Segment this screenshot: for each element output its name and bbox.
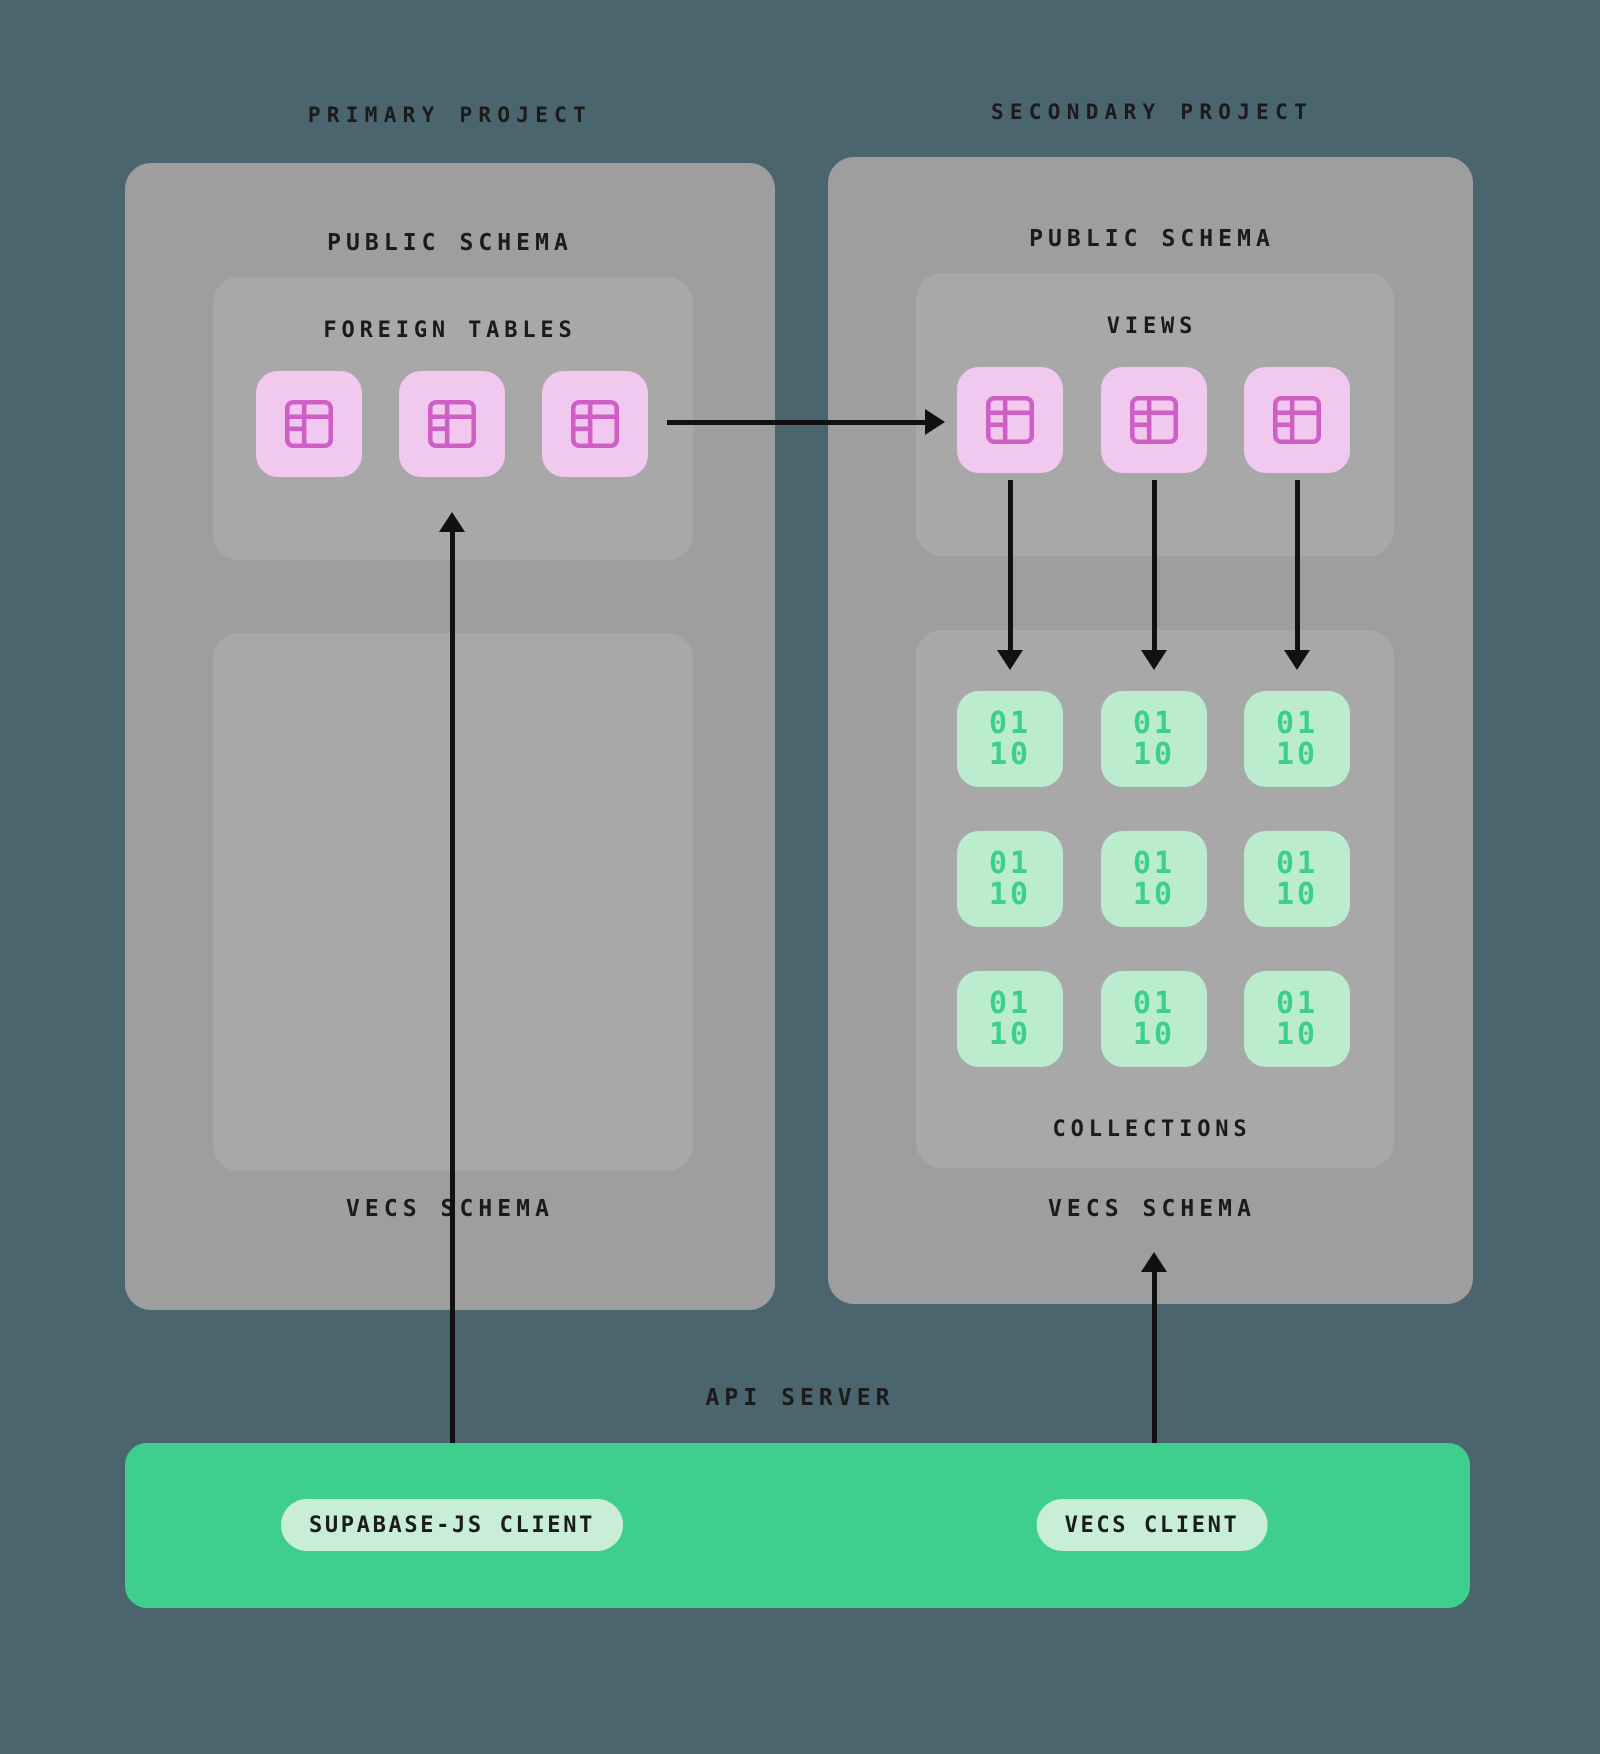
binary-icon: 01 10 [1275, 985, 1319, 1052]
binary-icon: 01 10 [988, 985, 1032, 1052]
table-icon [981, 391, 1039, 449]
collection-tile-5[interactable]: 01 10 [1101, 831, 1207, 927]
binary-icon: 01 10 [1132, 845, 1176, 912]
table-icon [280, 395, 338, 453]
primary-public-schema-label: PUBLIC SCHEMA [327, 230, 573, 256]
vecs-client-pill[interactable]: VECS CLIENT [1036, 1499, 1268, 1551]
secondary-vecs-schema-label: VECS SCHEMA [1048, 1196, 1256, 1222]
binary-icon: 01 10 [1132, 705, 1176, 772]
secondary-project-title: SECONDARY PROJECT [990, 100, 1314, 124]
primary-vecs-schema-label: VECS SCHEMA [346, 1196, 554, 1222]
arrow-view-3-to-collection-3-head [1284, 650, 1310, 670]
secondary-public-schema-label: PUBLIC SCHEMA [1029, 226, 1275, 252]
table-icon [566, 395, 624, 453]
api-server-label: API SERVER [705, 1385, 895, 1411]
arrow-view-1-to-collection-1-head [997, 650, 1023, 670]
arrow-view-1-to-collection-1-line [1008, 480, 1013, 655]
arrow-vecs-client-to-vecs-schema-line [1152, 1270, 1157, 1492]
foreign-table-tile-3[interactable] [542, 371, 648, 477]
table-icon [1268, 391, 1326, 449]
binary-icon: 01 10 [1275, 845, 1319, 912]
binary-icon: 01 10 [1132, 985, 1176, 1052]
foreign-table-tile-1[interactable] [256, 371, 362, 477]
view-tile-2[interactable] [1101, 367, 1207, 473]
collection-tile-7[interactable]: 01 10 [957, 971, 1063, 1067]
collection-tile-3[interactable]: 01 10 [1244, 691, 1350, 787]
arrow-vecs-client-to-vecs-schema-head [1141, 1252, 1167, 1272]
view-tile-1[interactable] [957, 367, 1063, 473]
arrow-view-2-to-collection-2-head [1141, 650, 1167, 670]
view-tile-3[interactable] [1244, 367, 1350, 473]
binary-icon: 01 10 [1275, 705, 1319, 772]
views-label: VIEWS [1106, 314, 1198, 339]
foreign-tables-label: FOREIGN TABLES [323, 318, 577, 343]
arrow-foreign-tables-to-views-head [925, 409, 945, 435]
table-icon [1125, 391, 1183, 449]
binary-icon: 01 10 [988, 705, 1032, 772]
table-icon [423, 395, 481, 453]
arrow-supabase-client-to-foreign-tables-head [439, 512, 465, 532]
collection-tile-6[interactable]: 01 10 [1244, 831, 1350, 927]
collection-tile-1[interactable]: 01 10 [957, 691, 1063, 787]
foreign-table-tile-2[interactable] [399, 371, 505, 477]
collection-tile-8[interactable]: 01 10 [1101, 971, 1207, 1067]
arrow-supabase-client-to-foreign-tables-line [450, 530, 455, 1492]
collections-label: COLLECTIONS [1052, 1117, 1252, 1142]
collection-tile-2[interactable]: 01 10 [1101, 691, 1207, 787]
arrow-foreign-tables-to-views-line [667, 420, 932, 425]
arrow-view-3-to-collection-3-line [1295, 480, 1300, 655]
collection-tile-4[interactable]: 01 10 [957, 831, 1063, 927]
collection-tile-9[interactable]: 01 10 [1244, 971, 1350, 1067]
supabase-js-client-pill[interactable]: SUPABASE-JS CLIENT [281, 1499, 623, 1551]
binary-icon: 01 10 [988, 845, 1032, 912]
arrow-view-2-to-collection-2-line [1152, 480, 1157, 655]
primary-project-title: PRIMARY PROJECT [307, 103, 593, 127]
